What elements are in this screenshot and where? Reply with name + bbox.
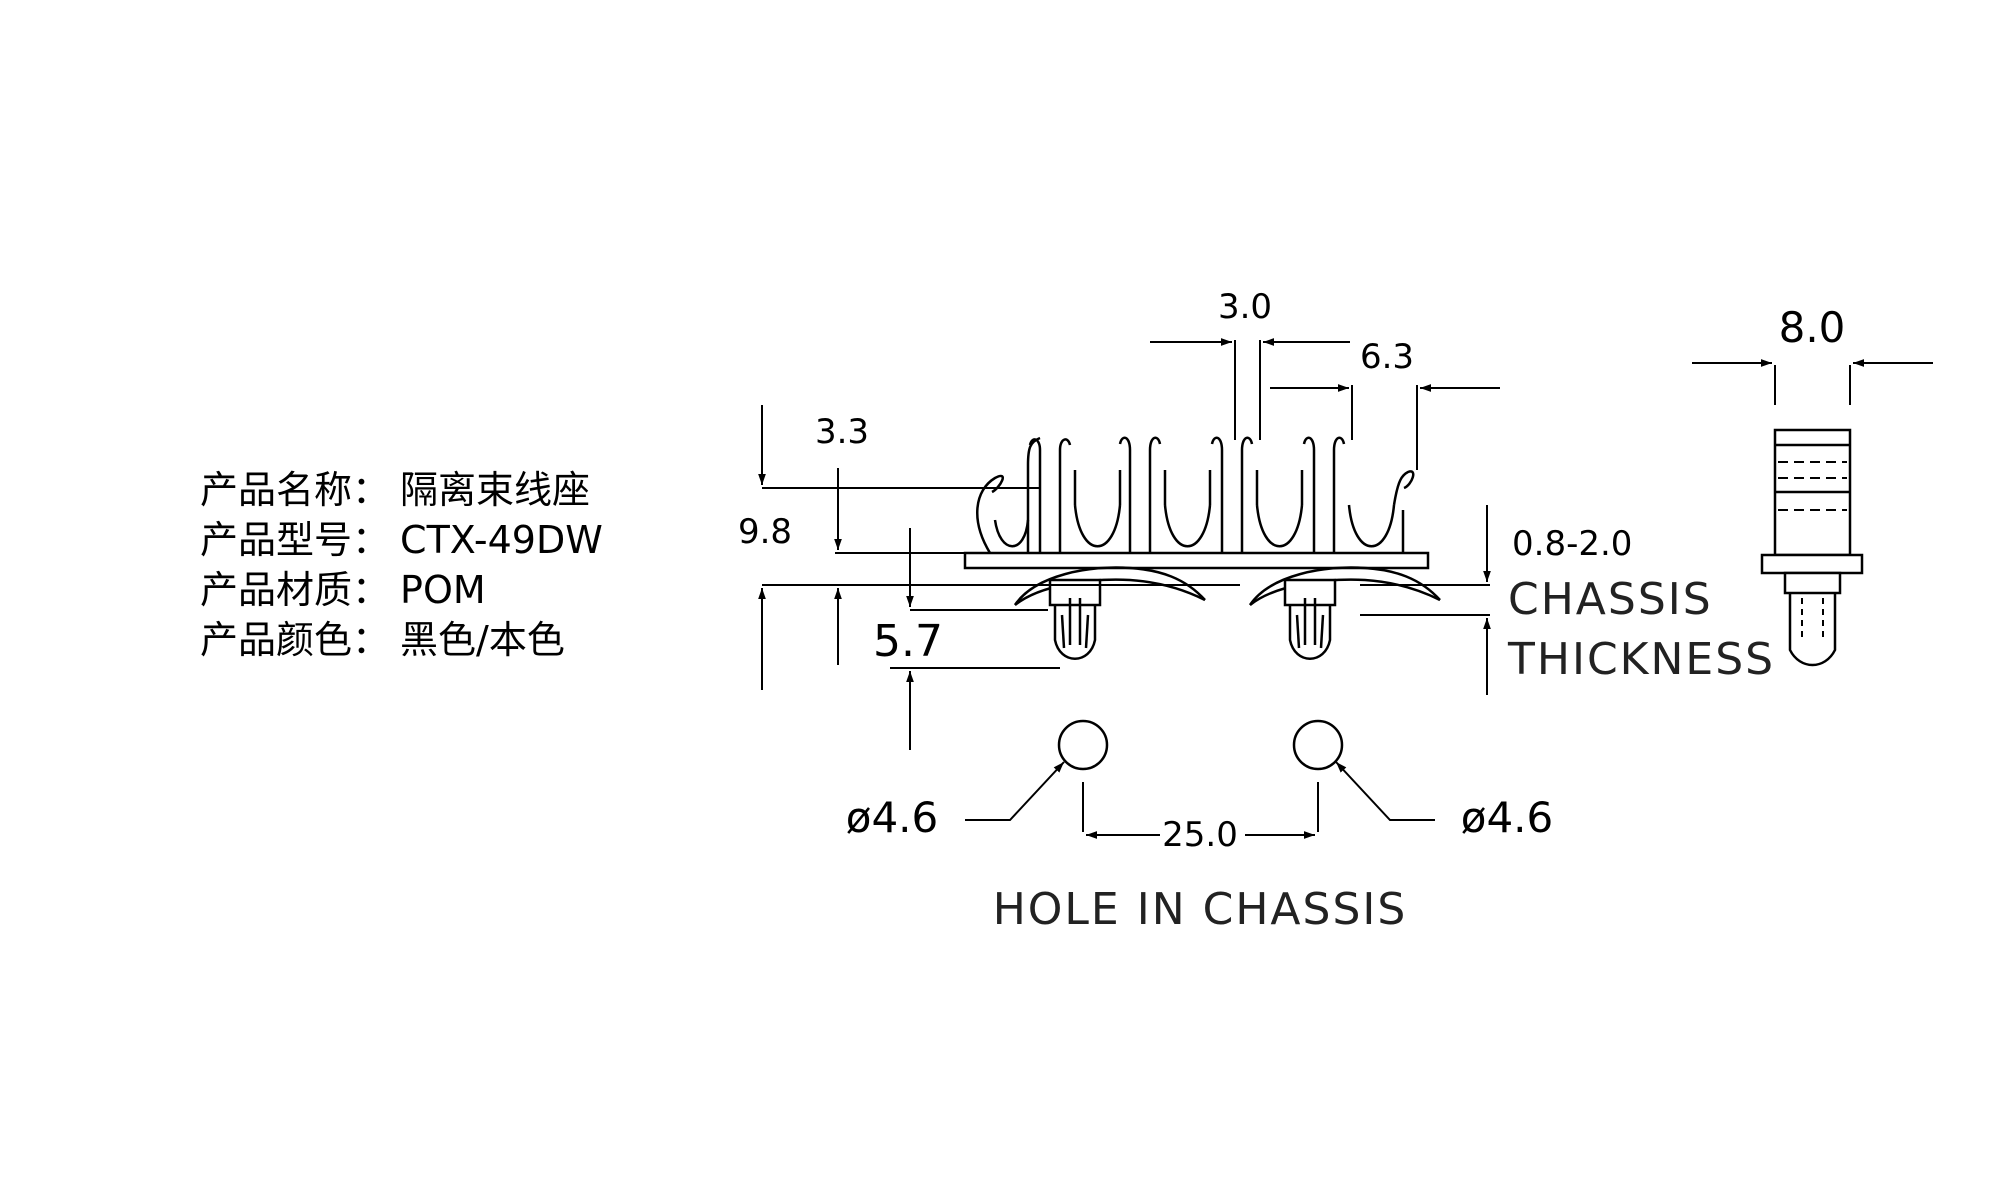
spec-separator: ： — [352, 568, 391, 612]
clip-slot — [1028, 438, 1122, 553]
dim-chassis-thickness: 0.8-2.0 — [1512, 524, 1632, 564]
spec-separator: ： — [352, 468, 391, 512]
spec-row-name: 产品名称：隔离束线座 — [200, 465, 603, 515]
spec-row-model: 产品型号：CTX-49DW — [200, 515, 603, 565]
spec-value: 隔离束线座 — [400, 468, 591, 512]
snap-foot — [1013, 566, 1206, 660]
clip-slot — [1302, 436, 1415, 553]
spec-value: 黑色/本色 — [400, 618, 565, 662]
leader-line — [1335, 761, 1435, 821]
side-view — [1760, 428, 1864, 667]
spec-label: 产品材质 — [200, 568, 353, 612]
base-plate — [963, 551, 1430, 570]
product-spec-list: 产品名称：隔离束线座 产品型号：CTX-49DW 产品材质：POM 产品颜色：黑… — [200, 465, 603, 665]
spec-separator: ： — [352, 518, 391, 562]
spec-row-color: 产品颜色：黑色/本色 — [200, 615, 603, 665]
dim-overall-height: 9.8 — [738, 512, 792, 552]
dim-pitch: 3.0 — [1218, 287, 1272, 327]
chassis-hole — [1292, 719, 1344, 771]
leader-line — [965, 761, 1065, 821]
dim-hole-diameter-right: ø4.6 — [1461, 793, 1554, 842]
dim-slot-width: 6.3 — [1360, 337, 1414, 377]
chassis-hole — [1057, 719, 1109, 771]
spec-label: 产品名称 — [200, 468, 353, 512]
chassis-label-line2: THICKNESS — [1507, 634, 1775, 685]
chassis-label-line1: CHASSIS — [1508, 574, 1713, 625]
spec-label: 产品型号 — [200, 518, 353, 562]
dim-hole-diameter-left: ø4.6 — [846, 793, 939, 842]
spec-value: CTX-49DW — [400, 518, 603, 562]
dim-leg-height: 5.7 — [873, 616, 943, 667]
clip-slot — [976, 436, 1041, 554]
dimension-lines — [758, 338, 1933, 839]
spec-value: POM — [400, 568, 486, 612]
dim-clip-height-top: 3.3 — [815, 412, 869, 452]
dim-side-width: 8.0 — [1779, 303, 1846, 352]
clip-slot — [1210, 436, 1304, 553]
spec-row-material: 产品材质：POM — [200, 565, 603, 615]
snap-foot — [1248, 566, 1441, 660]
spec-separator: ： — [352, 618, 391, 662]
hole-in-chassis-caption: HOLE IN CHASSIS — [993, 884, 1408, 935]
front-view — [963, 436, 1441, 660]
dim-hole-spacing: 25.0 — [1162, 815, 1238, 855]
spec-label: 产品颜色 — [200, 618, 353, 662]
clip-slot — [1118, 436, 1212, 553]
